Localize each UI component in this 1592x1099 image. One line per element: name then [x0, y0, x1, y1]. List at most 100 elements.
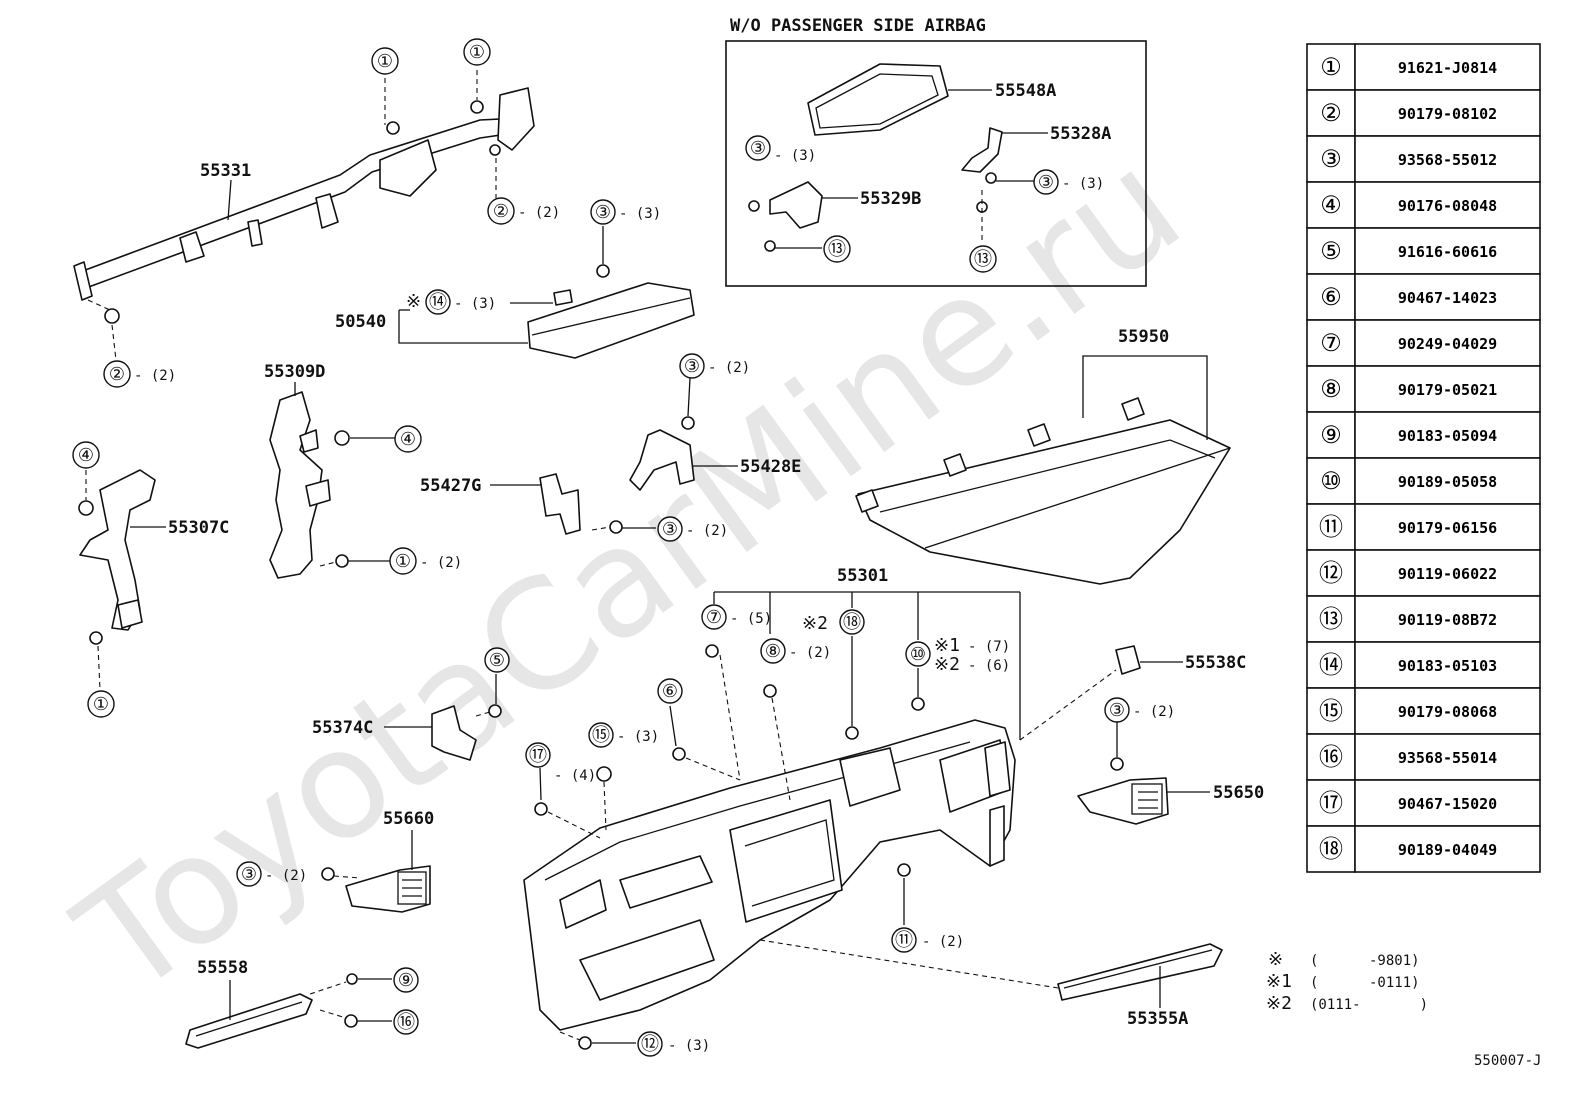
- callout-3-inset-right: ③ - (3): [996, 169, 1104, 195]
- parts-table-ref-cell: [1306, 825, 1356, 873]
- callout-3-panel: ③ - (3): [590, 199, 661, 225]
- bolt-icon: [845, 726, 859, 740]
- svg-text:⑯: ⑯: [397, 1012, 415, 1033]
- svg-text:⑭: ⑭: [429, 292, 447, 313]
- svg-text:( -9801): ( -9801): [1310, 953, 1420, 969]
- callout-5: ⑤: [484, 647, 510, 673]
- svg-text:③: ③: [684, 356, 700, 377]
- screw-icon: [681, 416, 695, 430]
- svg-text:③: ③: [1109, 700, 1125, 721]
- parts-table-number-cell: [1354, 733, 1541, 781]
- svg-text:- (2): - (2): [420, 555, 462, 571]
- inset-title: W/O PASSENGER SIDE AIRBAG: [730, 16, 986, 36]
- parts-table-ref: ⑧: [1320, 375, 1342, 403]
- parts-table-number-cell: [1354, 319, 1541, 367]
- svg-text:- (3): - (3): [617, 729, 659, 745]
- part-55309D: [269, 391, 331, 579]
- label-55355A: 55355A: [1127, 1009, 1188, 1029]
- svg-text:⑪: ⑪: [895, 930, 913, 951]
- parts-table-ref: ③: [1320, 145, 1342, 173]
- screw-icon: [705, 644, 719, 658]
- screw-icon: [596, 264, 610, 278]
- part-55428E: [629, 429, 695, 491]
- svg-text:①: ①: [377, 51, 393, 72]
- parts-table-ref-cell: [1306, 319, 1356, 367]
- clip-icon: [534, 802, 548, 816]
- svg-text:③: ③: [241, 864, 257, 885]
- parts-table-ref: ⑰: [1319, 789, 1343, 817]
- leader-55950: [1082, 355, 1208, 440]
- note-legend: ※ ( -9801) ※1 ( -0111) ※2 (0111- ): [1266, 949, 1428, 1014]
- parts-table-row: ③ 93568-55012: [1306, 135, 1541, 183]
- callout-12: ⑫ - (3): [637, 1031, 710, 1057]
- parts-table-part-number: 93568-55014: [1398, 749, 1497, 767]
- svg-text:⑮: ⑮: [592, 725, 610, 746]
- callout-6: ⑥: [657, 678, 683, 704]
- callout-3-inset-left: ③ - (3): [745, 135, 816, 164]
- parts-table-ref: ⑭: [1319, 651, 1343, 679]
- bolt-icon: [897, 863, 911, 877]
- svg-text:⑬: ⑬: [828, 239, 846, 260]
- label-55328A: 55328A: [1050, 124, 1111, 144]
- callout-1-309D: ① - (2): [389, 547, 462, 575]
- svg-text:- (3): - (3): [1062, 176, 1104, 192]
- svg-text:- (3): - (3): [774, 148, 816, 164]
- svg-text:⑫: ⑫: [641, 1034, 659, 1055]
- parts-table-part-number: 93568-55012: [1398, 151, 1497, 169]
- svg-text:⑥: ⑥: [662, 681, 678, 702]
- label-55538C: 55538C: [1185, 653, 1246, 673]
- label-55558: 55558: [197, 958, 248, 978]
- screw-icon: [748, 200, 760, 212]
- callout-11: ⑪ - (2): [891, 927, 964, 953]
- callout-3-55650: ③ - (2): [1104, 697, 1175, 723]
- bolt-icon: [488, 704, 502, 718]
- callout-2-bar-left: ② - (2): [103, 360, 176, 388]
- svg-text:- (7): - (7): [968, 639, 1010, 655]
- label-50540: 50540: [335, 312, 386, 332]
- bolt-icon: [672, 747, 686, 761]
- parts-table-ref-cell: [1306, 733, 1356, 781]
- callout-7: ⑦ - (5): [701, 604, 772, 630]
- svg-text:- (4): - (4): [554, 768, 596, 784]
- svg-text:③: ③: [750, 138, 766, 159]
- callout-3-55660: ③ - (2): [236, 861, 307, 887]
- parts-table-ref: ⑯: [1319, 743, 1343, 771]
- svg-text:①: ①: [93, 694, 109, 715]
- svg-text:- (2): - (2): [265, 868, 307, 884]
- label-55374C: 55374C: [312, 718, 373, 738]
- parts-table-part-number: 91621-J0814: [1398, 59, 1497, 77]
- parts-table-part-number: 90189-05058: [1398, 473, 1497, 491]
- bolt-icon: [911, 697, 925, 711]
- parts-table-part-number: 90189-04049: [1398, 841, 1497, 859]
- part-55427G: [539, 473, 581, 535]
- leader-50540: [398, 310, 528, 344]
- parts-table-ref: ⑥: [1320, 283, 1342, 311]
- svg-text:( -0111): ( -0111): [1310, 975, 1420, 991]
- part-55660: [345, 865, 431, 913]
- parts-table-ref: ⑱: [1319, 835, 1343, 863]
- part-55538C: [1115, 645, 1141, 675]
- parts-table-number-cell: [1354, 503, 1541, 551]
- nut-icon: [334, 430, 350, 446]
- svg-text:- (2): - (2): [789, 645, 831, 661]
- callout-3-427G: ③ - (2): [657, 516, 728, 542]
- svg-text:- (6): - (6): [968, 658, 1010, 674]
- svg-text:※2: ※2: [802, 613, 828, 634]
- parts-table-part-number: 90179-08068: [1398, 703, 1497, 721]
- svg-text:※1: ※1: [1266, 971, 1292, 992]
- parts-table-number-cell: [1354, 43, 1541, 91]
- parts-table-part-number: 90467-14023: [1398, 289, 1497, 307]
- callout-9: ⑨: [393, 967, 419, 993]
- svg-text:⑬: ⑬: [974, 249, 992, 270]
- screw-icon: [985, 172, 997, 184]
- svg-text:⑩: ⑩: [910, 644, 926, 665]
- svg-text:⑤: ⑤: [489, 650, 505, 671]
- parts-table-number-cell: [1354, 365, 1541, 413]
- svg-text:- (2): - (2): [708, 360, 750, 376]
- inset-frame: [725, 40, 1147, 287]
- bolt-icon: [578, 1036, 592, 1050]
